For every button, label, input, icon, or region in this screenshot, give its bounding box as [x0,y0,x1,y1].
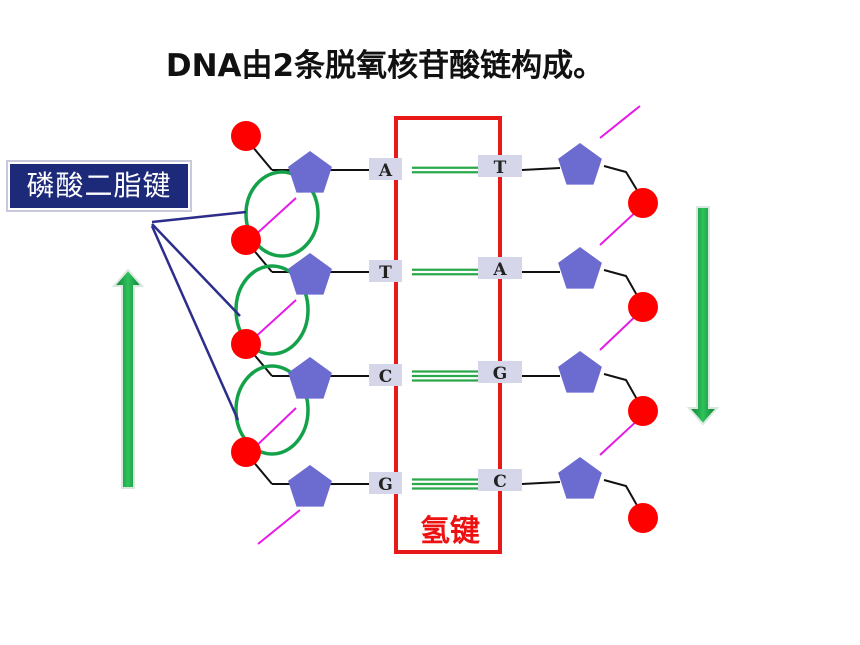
base-box-right [478,361,522,383]
base-box-right [478,257,522,279]
base-letter-right: T [494,158,507,178]
base-letter-right: G [493,364,508,384]
base-left-3: C [369,364,402,387]
base-left-4: G [369,472,402,495]
hydrogen-bonds [412,166,478,490]
left-ps-link-2 [251,247,273,273]
left-backbone-links [251,197,301,545]
base-box-left [369,472,402,494]
base-box-left [369,260,402,282]
phosphate-right-4 [628,503,658,533]
base-right-1: T [478,155,522,178]
sugar-left-2 [288,253,332,295]
phosphodiester-loop-1 [244,170,320,258]
phosphodiester-loops [234,170,320,456]
left-ps-link-1 [251,145,273,171]
left-link-1 [251,197,297,239]
left-phosphates [231,121,261,467]
left-ps-link-3 [251,351,273,377]
sugar-left-1 [288,151,332,193]
base-letter-left: T [379,263,392,283]
phosphate-left-3 [231,329,261,359]
phosphate-right-2 [628,292,658,322]
phosphate-right-3 [628,396,658,426]
sugar-right-4 [558,457,602,499]
right-link-1 [599,105,641,139]
left-link-4 [257,509,301,545]
base-boxes: A T T A C G G C [369,155,522,495]
base-letter-right: A [492,260,507,280]
base-left-2: T [369,260,402,283]
left-phosphate-sugar-links [251,145,292,485]
sugar-right-1 [558,143,602,185]
left-strand-arrow [111,268,145,489]
phosphate-right-1 [628,188,658,218]
phosphodiester-bond-callout: 磷酸二脂键 [6,160,192,212]
base-box-right [478,155,522,177]
base-letter-right: C [493,472,507,492]
base-letter-left: C [379,367,393,387]
callout-lines [150,210,247,421]
sugar-left-3 [288,357,332,399]
base-letter-left: G [378,475,393,495]
right-phosphates [628,188,658,533]
left-link-2 [251,299,297,341]
hydrogen-bond-label: 氢键 [420,514,480,549]
phosphate-left-4 [231,437,261,467]
callout-line-1 [151,210,247,224]
right-strand-arrow [686,206,720,426]
base-box-right [478,469,522,491]
sugar-right-3 [558,351,602,393]
deoxyribose-sugars [288,143,602,507]
phosphate-left-2 [231,225,261,255]
sugar-left-4 [288,465,332,507]
right-base-connector [521,167,561,171]
callout-line-2 [151,223,241,317]
phosphodiester-bond-label: 磷酸二脂键 [26,169,172,202]
phosphodiester-loop-3 [234,364,310,456]
hydrogen-bond-highlight-box [394,116,502,554]
left-link-3 [251,407,297,451]
right-link-4 [599,417,641,456]
phosphodiester-loop-2 [234,264,310,356]
base-left-1: A [369,158,402,181]
down-arrow-icon [686,206,720,426]
base-right-2: A [478,257,522,280]
base-right-4: C [478,469,522,492]
base-box-left [369,364,402,386]
base-letter-left: A [378,161,393,181]
page-title: DNA由2条脱氧核苷酸链构成。 [165,48,605,84]
up-arrow-icon [111,268,145,489]
right-base-connector [521,481,561,485]
callout-line-3 [150,225,240,421]
base-right-3: G [478,361,522,384]
base-pair-connectors [330,167,561,485]
base-box-left [369,158,402,180]
phosphate-left-1 [231,121,261,151]
left-ps-link-4 [251,459,273,485]
sugar-right-2 [558,247,602,289]
